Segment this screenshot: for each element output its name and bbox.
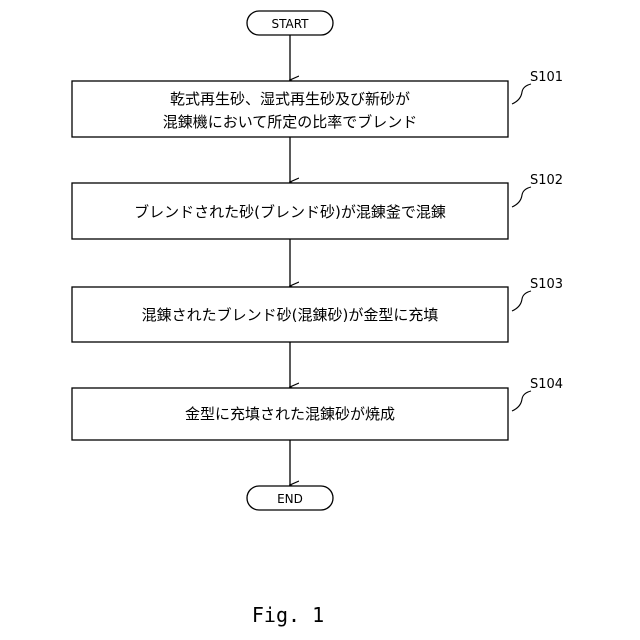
step-s102: ブレンドされた砂(ブレンド砂)が混錬釜で混錬 xyxy=(72,183,508,239)
end-label: END xyxy=(277,492,303,506)
end-terminal: END xyxy=(247,486,333,510)
start-label: START xyxy=(271,17,309,31)
step-s101-line-2: 混錬機において所定の比率でブレンド xyxy=(163,113,418,131)
step-s101-line-1: 乾式再生砂、湿式再生砂及び新砂が xyxy=(170,90,410,108)
step-s101-leader xyxy=(512,84,531,104)
step-s103-line-1: 混錬されたブレンド砂(混錬砂)が金型に充填 xyxy=(142,306,439,324)
step-s103-leader xyxy=(512,291,531,311)
step-s102-label: S102 xyxy=(530,173,563,188)
figure-caption: Fig. 1 xyxy=(252,603,324,627)
step-s101-label: S101 xyxy=(530,70,563,85)
step-s104: 金型に充填された混錬砂が焼成 xyxy=(72,388,508,440)
step-s103-label: S103 xyxy=(530,277,563,292)
step-s104-leader xyxy=(512,391,531,411)
step-s101: 乾式再生砂、湿式再生砂及び新砂が 混錬機において所定の比率でブレンド xyxy=(72,81,508,137)
step-s102-leader xyxy=(512,187,531,207)
step-s102-line-1: ブレンドされた砂(ブレンド砂)が混錬釜で混錬 xyxy=(134,203,446,221)
step-s104-line-1: 金型に充填された混錬砂が焼成 xyxy=(185,405,395,423)
start-terminal: START xyxy=(247,11,333,35)
step-s104-label: S104 xyxy=(530,377,563,392)
step-s103: 混錬されたブレンド砂(混錬砂)が金型に充填 xyxy=(72,287,508,342)
